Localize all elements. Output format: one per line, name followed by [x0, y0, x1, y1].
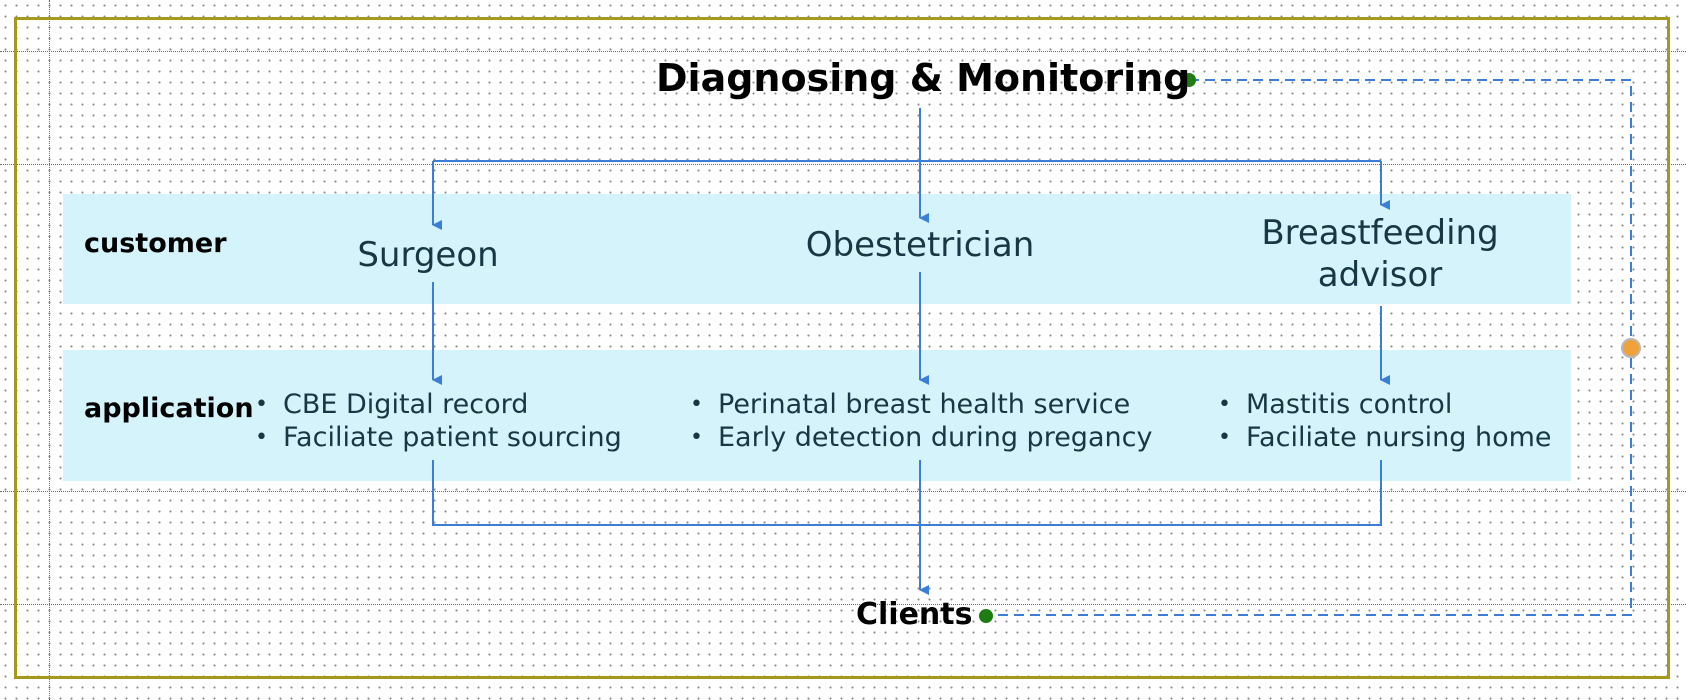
grid-guide — [0, 604, 1686, 605]
grid-guide — [0, 164, 1686, 165]
role-breastfeeding-advisor: Breastfeeding advisor — [1261, 213, 1499, 295]
role-surgeon: Surgeon — [357, 235, 499, 275]
list-item: Perinatal breast health service — [690, 388, 1152, 421]
clients-label: Clients — [856, 597, 973, 632]
clients-anchor-dot — [979, 609, 993, 623]
breastfeeding-application-list: Mastitis control Faciliate nursing home — [1218, 388, 1552, 454]
customer-band — [63, 194, 1571, 304]
obstetrician-application-list: Perinatal breast health service Early de… — [690, 388, 1152, 454]
grid-guide — [49, 0, 50, 700]
loop-midpoint-handle — [1621, 338, 1641, 358]
role-obstetrician: Obestetrician — [805, 225, 1035, 265]
list-item: Mastitis control — [1218, 388, 1552, 421]
surgeon-application-list: CBE Digital record Faciliate patient sou… — [255, 388, 622, 454]
grid-guide — [0, 51, 1686, 52]
grid-guide — [0, 491, 1686, 492]
list-item: Early detection during pregancy — [690, 421, 1152, 454]
diagram-frame — [14, 17, 1670, 679]
list-item: Faciliate nursing home — [1218, 421, 1552, 454]
list-item: Faciliate patient sourcing — [255, 421, 622, 454]
connector-bottom-bus — [432, 460, 1382, 526]
row-label-customer: customer — [84, 228, 227, 259]
title-anchor-dot — [1182, 73, 1196, 87]
diagram-title: Diagnosing & Monitoring — [656, 56, 1191, 100]
row-label-application: application — [84, 393, 254, 424]
list-item: CBE Digital record — [255, 388, 622, 421]
